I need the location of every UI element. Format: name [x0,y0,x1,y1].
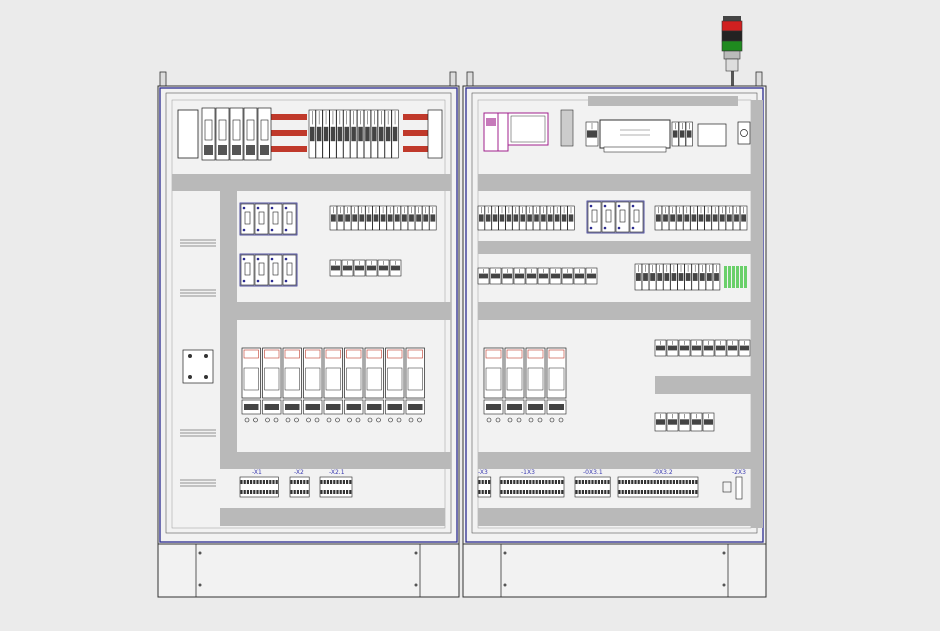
busbar-breaker-row [308,109,399,159]
motor-starter-row-left [241,347,425,423]
components [239,200,751,500]
motor-starter-row-right [483,347,567,423]
breaker-row-right-middle [634,263,721,291]
relay-row-right [477,267,598,285]
terminal-strip-x3 [477,476,492,498]
terminal-strip-0x3-2 [617,476,699,498]
relay-row-right-lower-b [654,412,715,432]
top-right-relay-row-b [671,121,693,147]
isolator-group-left-upper [239,202,298,236]
lifting-eyes [159,71,763,89]
terminal-label-x1: -X1 [252,469,262,476]
green-terminal-block [724,266,747,288]
terminal-strip-x2-1 [319,476,353,498]
left-mounting-rail [180,239,216,487]
breaker-row-right-upper-b [654,205,748,231]
top-right-relays [585,121,751,147]
busbar-system [271,114,433,152]
breaker-row-right-upper-a [477,205,575,231]
relay-row-left [329,259,402,277]
terminal-strip-x1 [239,476,279,498]
left-plinth [157,543,460,598]
terminal-label-2x3: -2X3 [732,469,746,476]
terminal-strip-1x3 [499,476,565,498]
power-supply [599,119,671,153]
main-switch-block [177,107,272,161]
terminal-label-x3: -X3 [478,469,488,476]
plc-module [483,109,574,152]
terminal-labels: -X1 -X2 -X2.1 -X3 -1X3 -0X3.1 -0X3.2 -2X… [252,469,746,476]
terminal-end-2x3 [722,476,743,500]
terminal-label-1x3: -1X3 [521,469,535,476]
isolator-group-right [586,200,645,234]
terminal-strip-x2 [289,476,310,498]
right-plinth [462,543,767,598]
terminal-label-0x3-2: -0X3.2 [653,469,673,476]
isolator-group-left-lower [239,253,298,287]
terminal-label-0x3-1: -0X3.1 [583,469,603,476]
relay-row-right-lower-a [654,339,751,357]
top-right-relay-row [585,121,599,147]
stack-light [721,16,743,88]
wire-ducts [172,96,763,528]
breaker-row-left-upper [329,205,437,231]
terminal-strip-0x3-1 [574,476,611,498]
busbar-mounted-breakers [308,109,443,159]
terminal-label-x2: -X2 [294,469,304,476]
terminal-label-x2-1: -X2.1 [329,469,345,476]
